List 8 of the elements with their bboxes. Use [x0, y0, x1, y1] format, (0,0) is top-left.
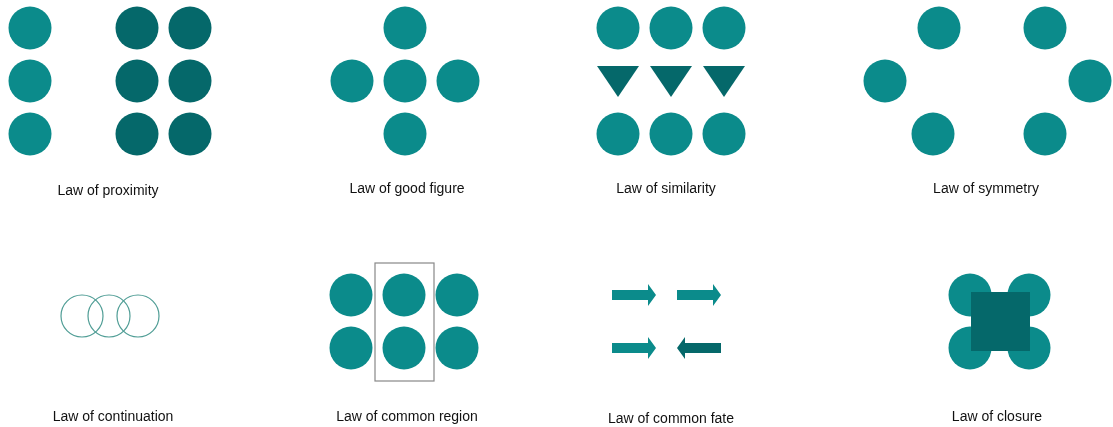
law-caption: Law of continuation	[52, 408, 174, 424]
law-caption: Law of symmetry	[933, 180, 1039, 196]
law-caption: Law of good figure	[349, 180, 465, 196]
law-caption: Law of common region	[336, 408, 478, 424]
law-caption: Law of proximity	[57, 182, 159, 198]
law-caption: Law of similarity	[616, 180, 716, 196]
law-caption: Law of closure	[951, 408, 1043, 424]
law-caption: Law of common fate	[607, 410, 735, 426]
